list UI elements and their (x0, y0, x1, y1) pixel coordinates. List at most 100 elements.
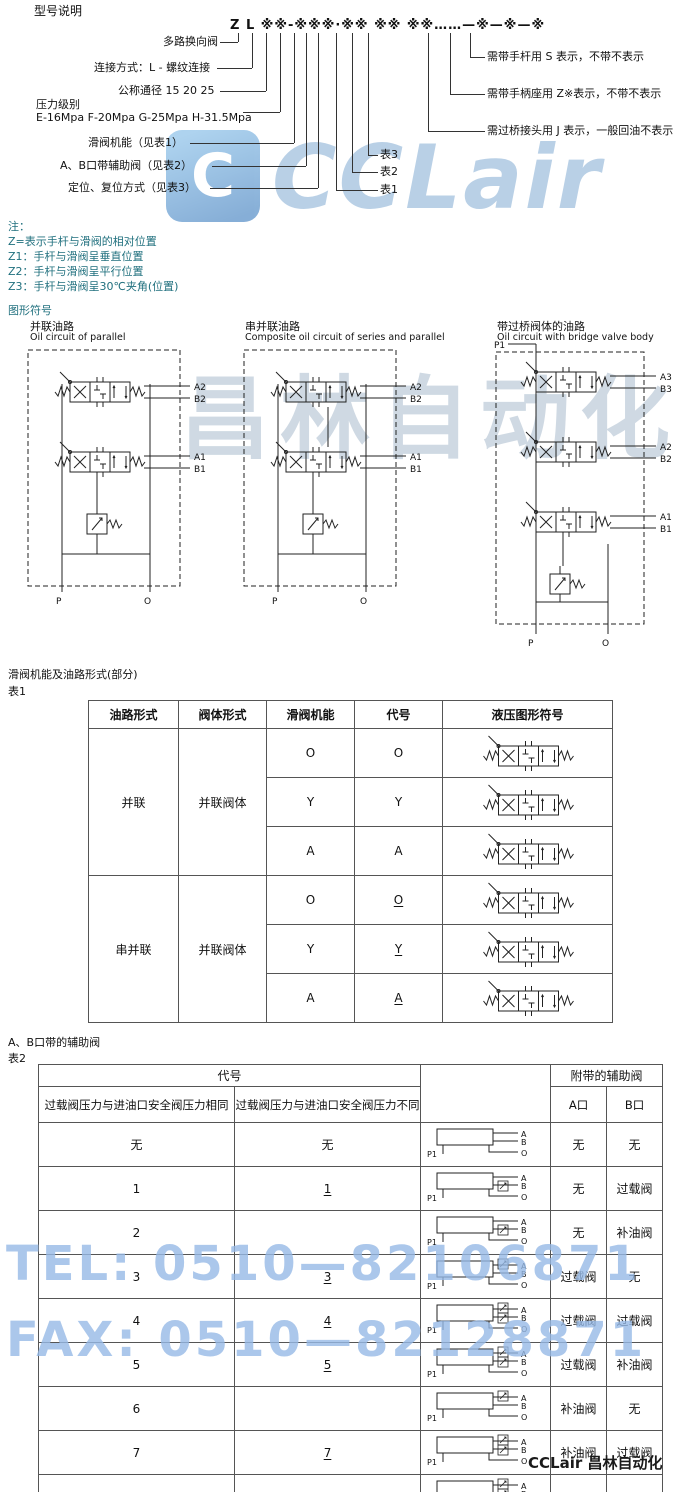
t2-same-cell: 3 (38, 1254, 235, 1299)
port-label: O (521, 1149, 527, 1158)
port-label: A2 (194, 383, 206, 393)
leader-line (352, 33, 353, 172)
model-left-label-0: 多路换向阀 (163, 35, 218, 48)
t2-b-cell: 无 (606, 1386, 664, 1431)
t2-diff-cell: 7 (233, 1430, 422, 1475)
leader-line (190, 143, 294, 144)
port-label: B2 (660, 455, 672, 465)
t2-a-cell (550, 1474, 608, 1492)
leader-line (266, 33, 267, 91)
table-row: 7 7 A B O P1 补油阀 过载阀 (38, 1430, 664, 1475)
port-label: P1 (427, 1326, 437, 1335)
t2-header-code: 代号 (37, 1064, 422, 1087)
model-left-label-7: 定位、复位方式（见表3） (68, 181, 196, 194)
t1-symbol-cell (442, 826, 613, 876)
table1-label: 表1 (8, 685, 26, 698)
t2-a-cell: 过载阀 (550, 1298, 608, 1343)
t1-code-cell: Y (354, 777, 443, 827)
port-label: A (521, 1350, 527, 1359)
t2-b-cell (606, 1474, 664, 1492)
table-row: 1 1 A B O P1 无 过载阀 (38, 1166, 664, 1211)
t2-diagram-cell: A B O P1 (420, 1474, 552, 1492)
t2-diagram-cell: A B O P1 (420, 1430, 552, 1475)
table2-label: 表2 (8, 1052, 26, 1065)
table2: 代号 附带的辅助阀 过载阀压力与进油口安全阀压力相同 过载阀压力与进油口安全阀压… (37, 1064, 664, 1492)
port-label: B2 (194, 395, 206, 405)
t1-header-body: 阀体形式 (178, 700, 267, 729)
leader-line (306, 33, 307, 166)
t2-same-cell: 2 (38, 1210, 235, 1255)
port-label: P1 (494, 341, 505, 351)
model-left-label-4: E-16Mpa F-20Mpa G-25Mpa H-31.5Mpa (36, 111, 252, 124)
port-label: A1 (660, 513, 672, 523)
t2-subheader-diff: 过载阀压力与进油口安全阀压力不同 (233, 1086, 422, 1123)
port-label: A2 (410, 383, 422, 393)
t2-diff-cell (233, 1474, 422, 1492)
port-label: A (521, 1438, 527, 1447)
port-label: P1 (427, 1414, 437, 1423)
t2-a-cell: 无 (550, 1210, 608, 1255)
port-label: O (521, 1193, 527, 1202)
leader-line (217, 68, 252, 69)
t2-subheader-same: 过载阀压力与进油口安全阀压力相同 (38, 1086, 235, 1123)
port-label: A (521, 1306, 527, 1315)
leader-line (294, 33, 295, 143)
valve-symbol (482, 980, 574, 1016)
t1-fn-cell: A (266, 826, 355, 876)
t2-same-cell: 7 (38, 1430, 235, 1475)
port-label: P (56, 597, 62, 607)
port-label: B (521, 1138, 527, 1147)
footer-brand: CCLair 昌林自动化 (528, 1454, 663, 1472)
t1-body-cell: 并联阀体 (178, 728, 267, 876)
table-row: 8 A B O P1 (38, 1474, 664, 1492)
port-label: B (521, 1182, 527, 1191)
t1-fn-cell: O (266, 728, 355, 778)
table-ref-2: 表2 (380, 165, 398, 178)
t2-same-cell: 4 (38, 1298, 235, 1343)
t2-diff-cell: 4 (233, 1298, 422, 1343)
leader-line (318, 33, 319, 188)
t1-symbol-cell (442, 924, 613, 974)
t2-b-cell: 过载阀 (606, 1298, 664, 1343)
circuit0-title-cn: 并联油路 (30, 320, 74, 333)
t1-header-fn: 滑阀机能 (266, 700, 355, 729)
t2-diagram-cell: A B O P1 (420, 1298, 552, 1343)
leader-line (352, 172, 378, 173)
table-ref-3: 表3 (380, 148, 398, 161)
leader-line (450, 33, 451, 94)
circuit-bridge-diagram: P1 A3 B3 A2 B2 A1 B1 P O (494, 341, 672, 649)
t2-diagram-cell: A B O P1 (420, 1166, 552, 1211)
note-line-3: Z3：手杆与滑阀呈30℃夹角(位置) (8, 280, 179, 293)
t2-diff-cell (233, 1386, 422, 1431)
aux-circuit-diagram: A B O P1 (427, 1346, 527, 1379)
port-label: O (144, 597, 151, 607)
port-label: O (521, 1413, 527, 1422)
port-label: A (521, 1394, 527, 1403)
port-label: O (521, 1369, 527, 1378)
leader-line (368, 33, 369, 155)
aux-circuit-diagram: A B O P1 (436, 1478, 527, 1492)
port-label: O (521, 1325, 527, 1334)
brand-name-watermark: CCLair (272, 126, 603, 229)
port-label: P1 (427, 1194, 437, 1203)
note-line-1: Z1：手杆与滑阀呈垂直位置 (8, 250, 144, 263)
table-row: 5 5 A B O P1 过载阀 补油阀 (38, 1342, 664, 1387)
aux-circuit-diagram: A B O P1 (427, 1390, 527, 1423)
t2-a-cell: 补油阀 (550, 1386, 608, 1431)
note-line-2: Z2：手杆与滑阀呈平行位置 (8, 265, 144, 278)
t2-same-cell: 6 (38, 1386, 235, 1431)
t2-same-cell: 无 (38, 1122, 235, 1167)
port-label: O (602, 639, 609, 649)
t2-b-cell: 补油阀 (606, 1210, 664, 1255)
port-label: A (521, 1130, 527, 1139)
t1-fn-cell: Y (266, 777, 355, 827)
t1-code-cell: A (354, 826, 443, 876)
aux-circuit-diagram: A B O P1 (427, 1172, 527, 1203)
circuit2-title-cn: 带过桥阀体的油路 (497, 320, 585, 333)
t2-b-cell: 过载阀 (606, 1166, 664, 1211)
port-label: P1 (427, 1282, 437, 1291)
port-label: A (521, 1174, 527, 1183)
port-label: P1 (427, 1150, 437, 1159)
t2-same-cell: 8 (38, 1474, 235, 1492)
leader-line (336, 33, 337, 190)
